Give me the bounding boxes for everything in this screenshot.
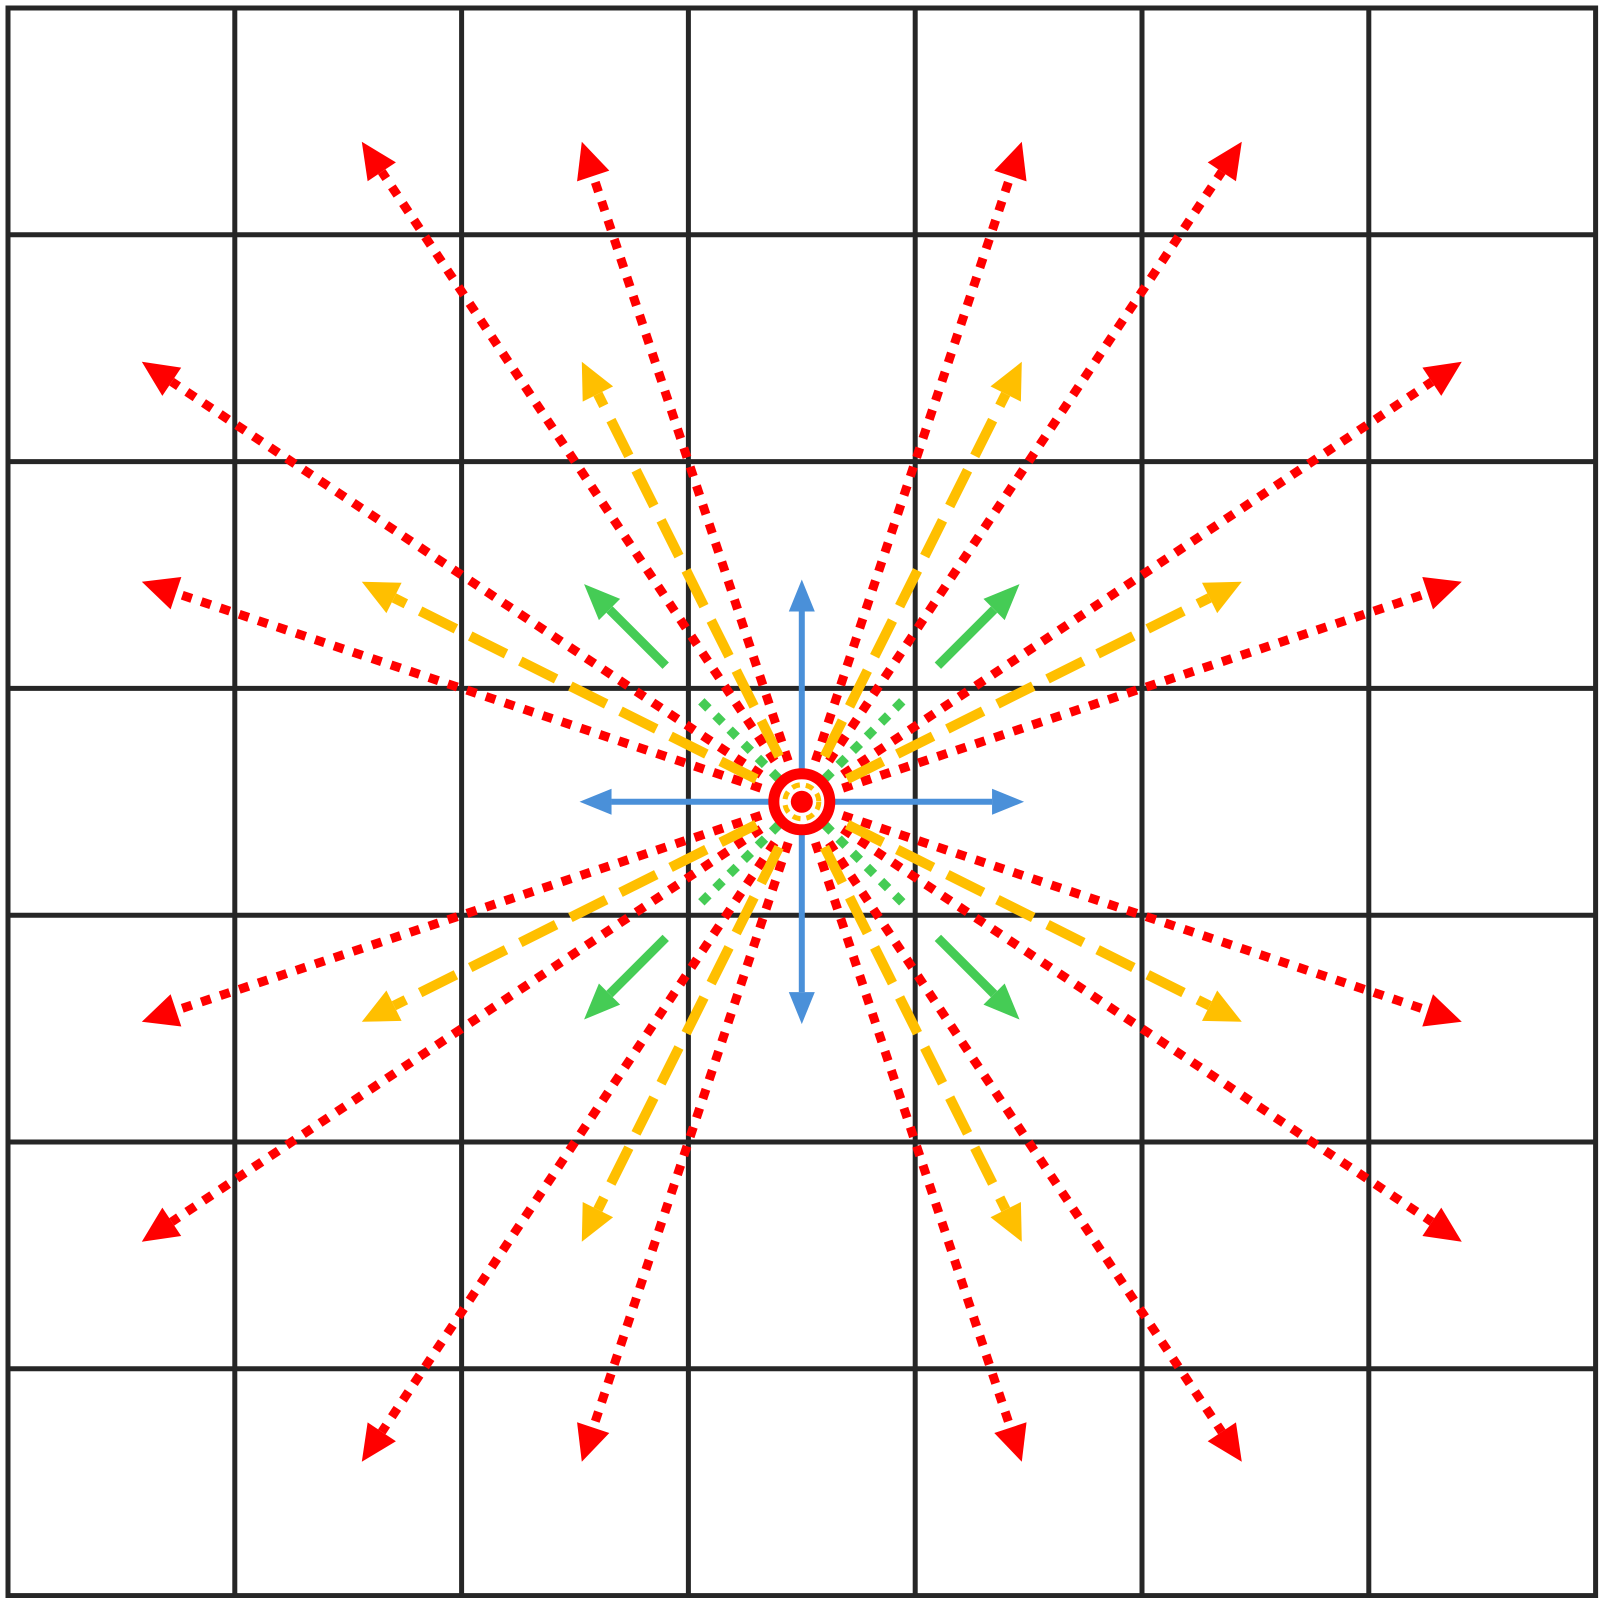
diagonal-step-arrow bbox=[584, 584, 783, 783]
knight-step-arrow-shaft bbox=[844, 820, 1212, 1011]
orthogonal-step-arrow bbox=[788, 824, 815, 1025]
diagonal-step-arrow-shaft bbox=[934, 606, 998, 669]
long-step-arrow-head bbox=[994, 1422, 1027, 1462]
long-step-arrow bbox=[825, 141, 1242, 764]
long-step-arrow bbox=[811, 841, 1027, 1462]
long-step-arrow-shaft bbox=[841, 588, 1430, 793]
long-step-arrow-head bbox=[1422, 361, 1462, 396]
long-step-arrow-head bbox=[141, 361, 182, 396]
diagonal-step-arrow bbox=[821, 821, 1020, 1020]
long-step-arrow-head bbox=[577, 141, 610, 182]
knight-step-arrow bbox=[820, 361, 1022, 759]
long-step-arrow-head bbox=[1207, 141, 1242, 182]
knight-step-arrow bbox=[361, 581, 759, 784]
long-step-arrow-head bbox=[141, 994, 182, 1027]
long-step-arrow-shaft bbox=[811, 174, 1015, 763]
diagonal-step-arrow bbox=[821, 584, 1020, 783]
orthogonal-step-arrow-head bbox=[788, 992, 815, 1025]
origin-ring bbox=[768, 768, 836, 836]
long-step-arrow-shaft bbox=[174, 588, 763, 793]
knight-step-arrow-shaft bbox=[820, 844, 1011, 1212]
origin-inner-ring bbox=[782, 782, 822, 822]
long-step-arrow bbox=[141, 577, 763, 793]
long-step-arrow-head bbox=[1422, 577, 1462, 610]
origin-marker bbox=[768, 768, 836, 836]
long-step-arrow-shaft bbox=[588, 174, 793, 763]
orthogonal-step-arrow bbox=[579, 788, 780, 815]
long-step-arrow bbox=[811, 141, 1027, 763]
long-step-arrow-head bbox=[1207, 1422, 1242, 1462]
knight-step-arrow bbox=[361, 820, 759, 1022]
diagonal-step-arrow-head bbox=[983, 983, 1020, 1020]
long-step-arrow bbox=[840, 825, 1462, 1242]
orthogonal-step-arrow bbox=[788, 579, 815, 780]
long-step-arrow bbox=[361, 840, 779, 1462]
knight-step-arrow-head bbox=[581, 361, 614, 402]
knight-step-arrow-shaft bbox=[391, 593, 759, 784]
knight-step-arrow-head bbox=[1201, 581, 1242, 614]
long-step-arrow-head bbox=[1422, 994, 1462, 1027]
long-step-arrow-shaft bbox=[811, 841, 1015, 1430]
knight-step-arrow bbox=[581, 361, 784, 759]
diagonal-step-arrow-head bbox=[584, 584, 621, 621]
long-step-arrow bbox=[141, 361, 764, 779]
diagonal-step-arrow-head bbox=[983, 584, 1020, 621]
knight-step-arrow-head bbox=[990, 1201, 1022, 1242]
long-step-arrow bbox=[841, 577, 1462, 793]
knight-step-arrow bbox=[844, 820, 1242, 1022]
knight-step-arrow-head bbox=[361, 581, 402, 614]
long-step-arrow bbox=[841, 811, 1462, 1027]
knight-step-arrow bbox=[844, 581, 1242, 784]
long-step-arrow-shaft bbox=[588, 841, 793, 1430]
orthogonal-step-arrow-head bbox=[579, 788, 612, 815]
knight-step-arrow-shaft bbox=[844, 593, 1212, 784]
long-step-arrow bbox=[361, 141, 779, 764]
knight-step-arrow bbox=[820, 844, 1022, 1242]
orthogonal-step-arrow-head bbox=[788, 579, 815, 612]
long-step-arrow bbox=[825, 840, 1242, 1462]
arrows bbox=[141, 141, 1462, 1462]
knight-step-arrow-head bbox=[1201, 990, 1242, 1022]
long-step-arrow bbox=[141, 825, 764, 1242]
knight-step-arrow-head bbox=[581, 1201, 614, 1242]
knight-step-arrow-head bbox=[990, 361, 1022, 402]
long-step-arrow-head bbox=[1422, 1207, 1462, 1242]
long-step-arrow-head bbox=[141, 1207, 182, 1242]
long-step-arrow bbox=[577, 141, 793, 763]
orthogonal-step-arrow bbox=[824, 788, 1025, 815]
long-step-arrow-head bbox=[361, 141, 396, 182]
long-step-arrow-shaft bbox=[841, 811, 1430, 1015]
long-step-arrow-head bbox=[994, 141, 1027, 182]
long-step-arrow bbox=[840, 361, 1462, 779]
long-step-arrow-head bbox=[361, 1422, 396, 1462]
diagonal-step-arrow-shaft bbox=[606, 606, 669, 669]
knight-step-arrow bbox=[581, 844, 784, 1242]
long-step-arrow-head bbox=[141, 577, 182, 610]
knight-step-arrow-shaft bbox=[593, 391, 784, 759]
long-step-arrow bbox=[577, 841, 793, 1462]
grid bbox=[5, 5, 1599, 1598]
knight-step-arrow-shaft bbox=[593, 844, 784, 1212]
long-step-arrow bbox=[141, 811, 763, 1027]
knight-step-arrow-shaft bbox=[391, 820, 759, 1011]
knight-step-arrow-shaft bbox=[820, 391, 1011, 759]
orthogonal-step-arrow-head bbox=[992, 788, 1025, 815]
diagonal-step-arrow bbox=[584, 821, 783, 1020]
diagonal-step-arrow-shaft bbox=[934, 934, 998, 998]
long-step-arrow-shaft bbox=[174, 811, 763, 1015]
diagonal-step-arrow-shaft bbox=[606, 934, 669, 998]
diagonal-step-arrow-head bbox=[584, 983, 621, 1020]
origin-dot bbox=[790, 790, 813, 813]
long-step-arrow-head bbox=[577, 1422, 610, 1462]
knight-step-arrow-head bbox=[361, 990, 402, 1022]
